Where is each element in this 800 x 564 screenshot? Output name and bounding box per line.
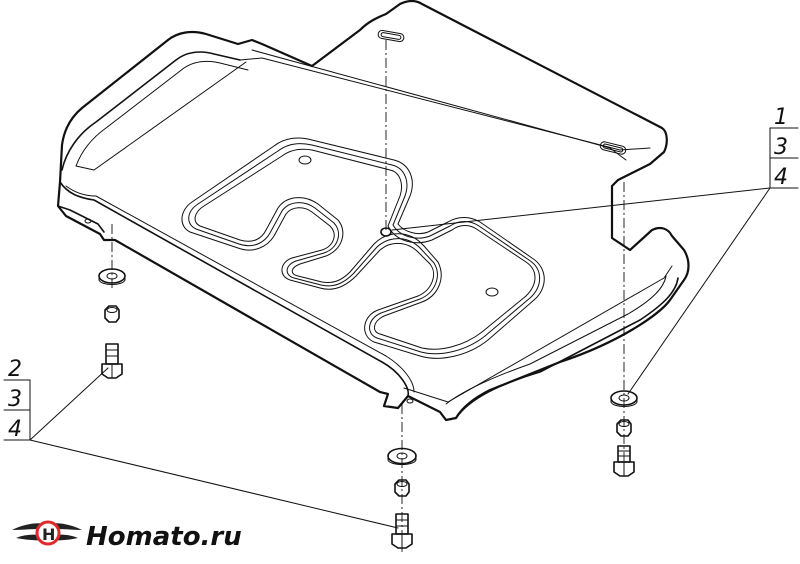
label-right-3: 3 — [774, 135, 788, 160]
label-right-4: 4 — [774, 165, 788, 190]
plate-hole-2 — [485, 287, 499, 297]
washer-front — [387, 447, 417, 465]
skid-plate — [56, 0, 690, 422]
label-left-4: 4 — [8, 417, 22, 442]
bolt-right — [613, 445, 635, 477]
label-right-1: 1 — [774, 105, 788, 130]
plate-rear-fold — [239, 57, 651, 151]
plate-hole-1 — [298, 155, 312, 165]
leader-lines — [29, 187, 771, 529]
plate-tab-left — [57, 205, 105, 233]
plate-rear-fold-2 — [251, 49, 627, 161]
label-left-3: 3 — [8, 387, 22, 412]
plate-front-lip — [59, 181, 409, 397]
leader-left-to-front-bolt — [29, 439, 399, 529]
plate-right-wall — [455, 277, 679, 419]
tab-hole-left — [84, 218, 92, 224]
homato-logo: H Homato.ru — [12, 520, 242, 552]
rear-slot-1 — [377, 29, 405, 43]
fastener-set-right — [610, 390, 638, 477]
plate-left-fold — [75, 61, 247, 171]
plate-left-wall-inner — [75, 60, 249, 167]
plate-front-lip-inner — [65, 185, 415, 393]
logo-mark: H — [12, 520, 82, 546]
label-stack-left: 2 3 4 — [3, 357, 31, 442]
nut-right — [616, 419, 632, 437]
bolt-left — [101, 343, 123, 379]
leader-left-to-bolt — [29, 367, 109, 441]
stiffening-rib-center — [188, 143, 541, 355]
logo-text: Homato.ru — [86, 522, 242, 552]
label-left-2: 2 — [8, 357, 22, 382]
plate-outer-outline — [56, 0, 690, 422]
svg-text:H: H — [42, 525, 55, 544]
plate-right-fold — [403, 265, 673, 403]
tab-hole-front — [406, 398, 414, 404]
rear-slot-2 — [599, 141, 627, 155]
stiffening-rib-inner — [194, 148, 536, 350]
leader-right-to-washer — [627, 187, 771, 395]
leader-right-to-plate — [391, 187, 771, 231]
center-lines — [111, 40, 625, 552]
nut-front — [394, 479, 410, 497]
stiffening-rib-outer — [181, 137, 545, 359]
washer-right — [610, 390, 638, 407]
washer-left — [98, 268, 126, 285]
label-stack-right: 1 3 4 — [769, 105, 799, 190]
plate-left-wall — [61, 51, 241, 171]
nut-left — [104, 305, 120, 323]
